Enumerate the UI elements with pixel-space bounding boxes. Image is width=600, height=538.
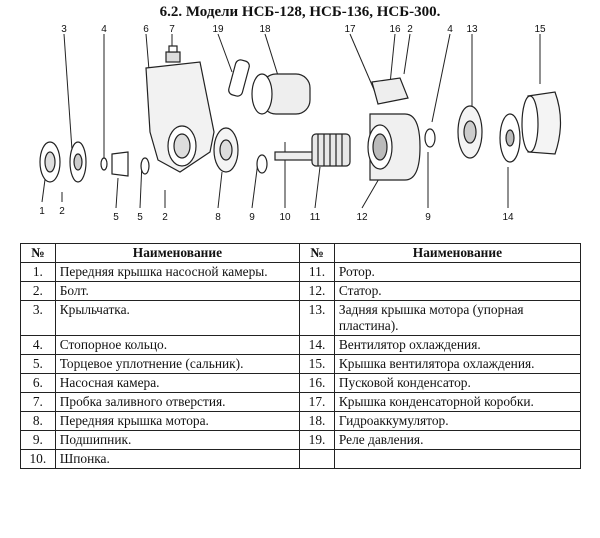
part-number: 17. bbox=[299, 392, 335, 412]
callout-label: 5 bbox=[137, 212, 143, 223]
part-name: Болт. bbox=[54, 281, 301, 301]
column-header-name: Наименование bbox=[54, 243, 301, 263]
part-number: 11. bbox=[299, 262, 335, 282]
part-name: Передняя крышка насосной камеры. bbox=[54, 262, 301, 282]
callout-label: 2 bbox=[59, 206, 65, 217]
part-number: 4. bbox=[20, 335, 56, 355]
part-number: 14. bbox=[299, 335, 335, 355]
callout-label: 7 bbox=[169, 24, 175, 35]
part-name: Насосная камера. bbox=[54, 373, 301, 393]
part-number: 18. bbox=[299, 411, 335, 431]
part-number: 15. bbox=[299, 354, 335, 374]
callout-label: 4 bbox=[447, 24, 453, 35]
part-number: 5. bbox=[20, 354, 56, 374]
callout-label: 8 bbox=[215, 212, 221, 223]
table-row: 4. Стопорное кольцо. 14. Вентилятор охла… bbox=[20, 335, 582, 355]
table-row: 9. Подшипник. 19. Реле давления. bbox=[20, 430, 582, 450]
table-row: 1. Передняя крышка насосной камеры. 11. … bbox=[20, 262, 582, 282]
part-number: 7. bbox=[20, 392, 56, 412]
part-name: Ротор. bbox=[333, 262, 582, 282]
callout-label: 19 bbox=[212, 24, 224, 35]
part-number: 10. bbox=[20, 449, 56, 469]
callout-label: 5 bbox=[113, 212, 119, 223]
part-number: 9. bbox=[20, 430, 56, 450]
part-name: Подшипник. bbox=[54, 430, 301, 450]
callout-label: 1 bbox=[39, 206, 45, 217]
part-name: Статор. bbox=[333, 281, 582, 301]
part-name bbox=[333, 449, 582, 469]
part-name: Гидроаккумулятор. bbox=[333, 411, 582, 431]
column-header-name: Наименование bbox=[333, 243, 582, 263]
callout-label: 9 bbox=[249, 212, 255, 223]
part-name: Крыльчатка. bbox=[54, 300, 301, 336]
part-name: Стопорное кольцо. bbox=[54, 335, 301, 355]
page-title: 6.2. Модели НСБ-128, НСБ-136, НСБ-300. bbox=[159, 4, 441, 20]
callout-label: 12 bbox=[356, 212, 368, 223]
part-name: Пробка заливного отверстия. bbox=[54, 392, 301, 412]
parts-table: № Наименование № Наименование 1. Передня… bbox=[20, 243, 582, 469]
part-name: Задняя крышка мотора (упорная пластина). bbox=[333, 300, 582, 336]
part-name: Передняя крышка мотора. bbox=[54, 411, 301, 431]
exploded-pump-diagram: 3 4 6 7 19 18 17 16 2 4 13 15 1 2 5 5 2 … bbox=[0, 22, 600, 240]
part-name: Вентилятор охлаждения. bbox=[333, 335, 582, 355]
callout-label: 15 bbox=[534, 24, 546, 35]
table-row: 6. Насосная камера. 16. Пусковой конденс… bbox=[20, 373, 582, 393]
callout-label: 13 bbox=[466, 24, 478, 35]
table-row: 8. Передняя крышка мотора. 18. Гидроакку… bbox=[20, 411, 582, 431]
part-name: Шпонка. bbox=[54, 449, 301, 469]
callout-label: 6 bbox=[143, 24, 149, 35]
part-number: 1. bbox=[20, 262, 56, 282]
callout-label: 9 bbox=[425, 212, 431, 223]
callout-label: 18 bbox=[259, 24, 271, 35]
callout-label: 14 bbox=[502, 212, 514, 223]
part-name: Торцевое уплотнение (сальник). bbox=[54, 354, 301, 374]
part-name: Крышка вентилятора охлаждения. bbox=[333, 354, 582, 374]
table-row: 3. Крыльчатка. 13. Задняя крышка мотора … bbox=[20, 300, 582, 336]
part-name: Крышка конденсаторной коробки. bbox=[333, 392, 582, 412]
callout-label: 17 bbox=[344, 24, 356, 35]
callout-label: 4 bbox=[101, 24, 107, 35]
part-number bbox=[299, 449, 335, 469]
part-number: 6. bbox=[20, 373, 56, 393]
part-number: 13. bbox=[299, 300, 335, 336]
part-number: 19. bbox=[299, 430, 335, 450]
table-row: 2. Болт. 12. Статор. bbox=[20, 281, 582, 301]
callout-label: 2 bbox=[407, 24, 413, 35]
part-name: Пусковой конденсатор. bbox=[333, 373, 582, 393]
part-number: 3. bbox=[20, 300, 56, 336]
part-number: 12. bbox=[299, 281, 335, 301]
table-row: 7. Пробка заливного отверстия. 17. Крышк… bbox=[20, 392, 582, 412]
table-row: 5. Торцевое уплотнение (сальник). 15. Кр… bbox=[20, 354, 582, 374]
column-header-number: № bbox=[20, 243, 56, 263]
table-header-row: № Наименование № Наименование bbox=[20, 243, 582, 263]
callout-label: 11 bbox=[310, 212, 321, 223]
callout-label: 3 bbox=[61, 24, 67, 35]
part-number: 16. bbox=[299, 373, 335, 393]
column-header-number: № bbox=[299, 243, 335, 263]
table-row: 10. Шпонка. bbox=[20, 449, 582, 469]
callout-label: 2 bbox=[162, 212, 168, 223]
callout-label: 16 bbox=[389, 24, 401, 35]
part-name: Реле давления. bbox=[333, 430, 582, 450]
part-number: 8. bbox=[20, 411, 56, 431]
part-number: 2. bbox=[20, 281, 56, 301]
callout-label: 10 bbox=[279, 212, 291, 223]
